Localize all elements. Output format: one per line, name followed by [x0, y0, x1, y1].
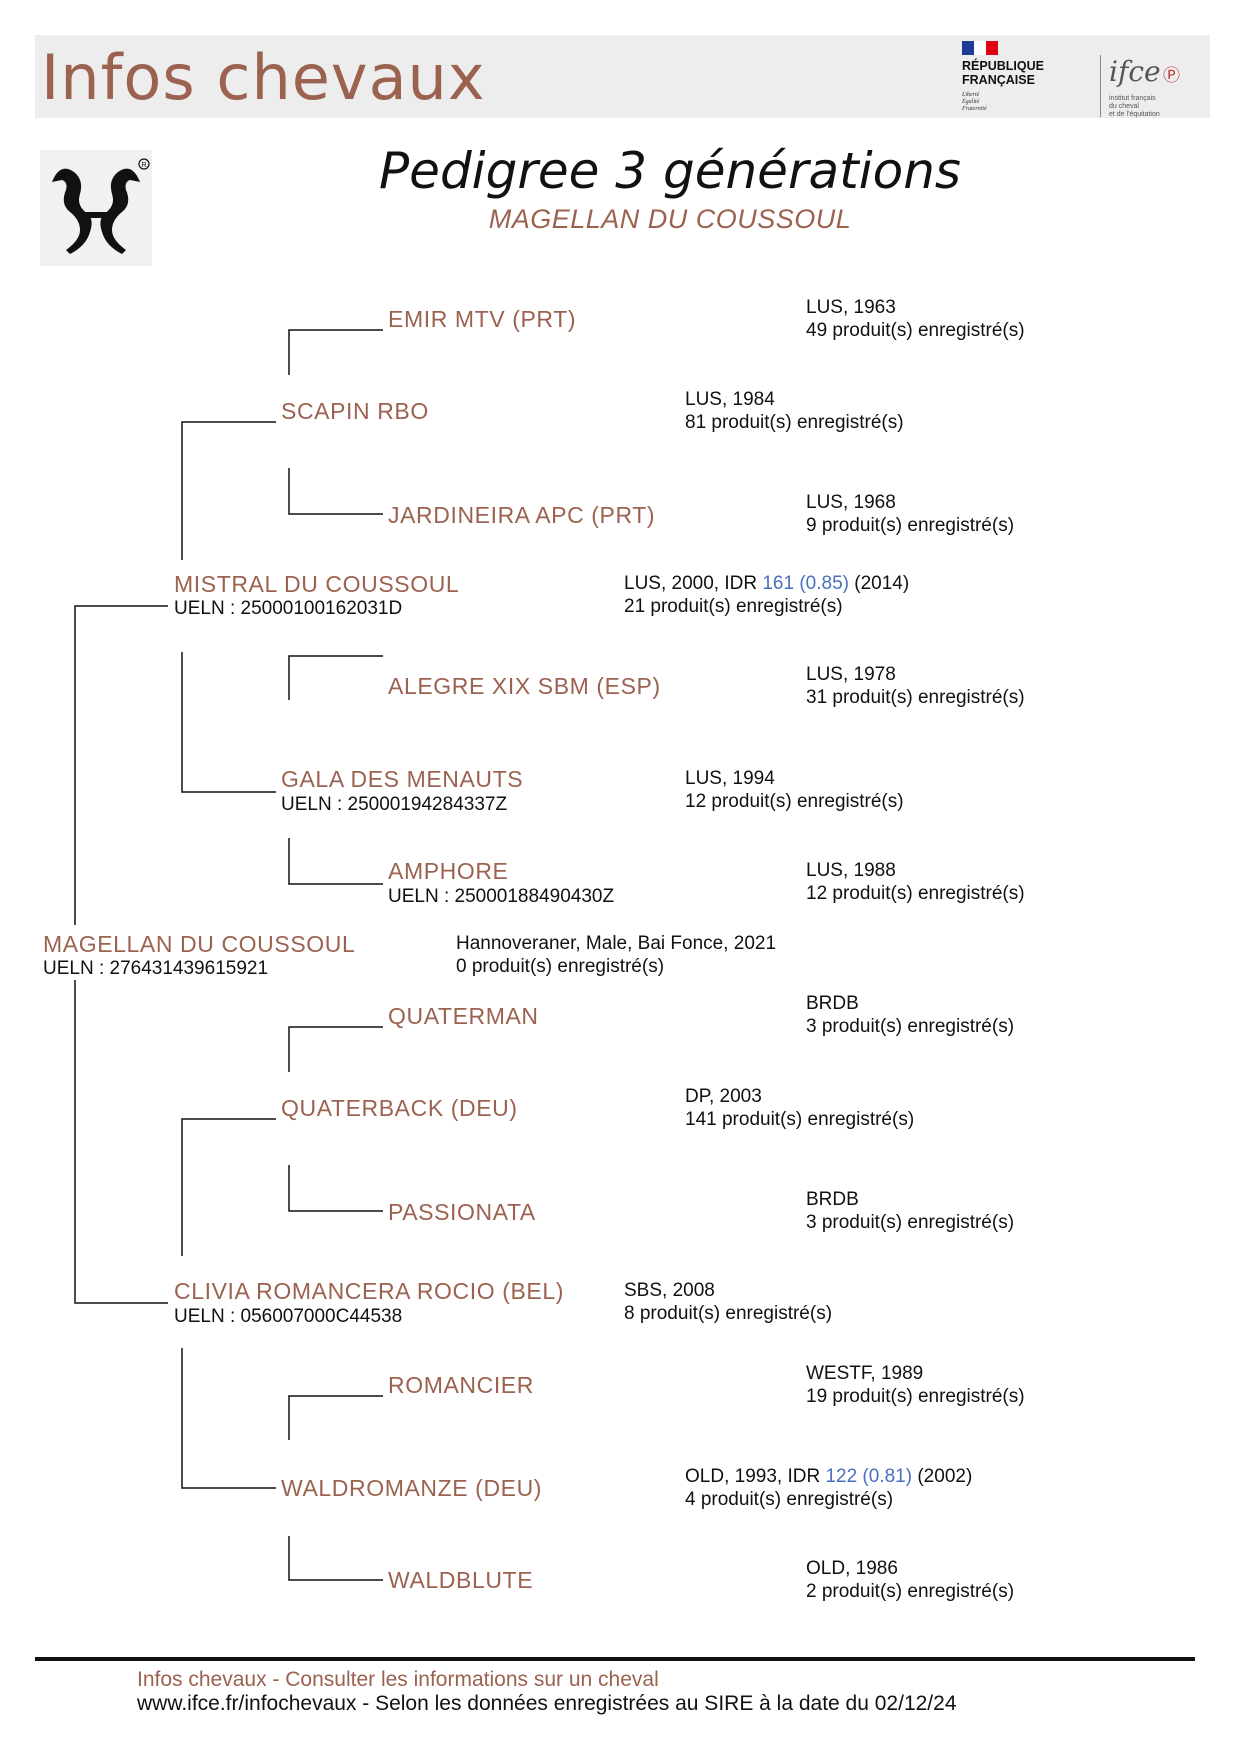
site-title: Infos chevaux	[41, 41, 486, 114]
sire-sire-sire-name[interactable]: EMIR MTV (PRT)	[388, 306, 577, 332]
sire-horse-logo: R	[40, 150, 152, 266]
ifce-subtitle: institut français du cheval et de l'équi…	[1109, 95, 1160, 118]
dam-dam-dam-name[interactable]: WALDBLUTE	[388, 1567, 534, 1593]
dam-dam-info: OLD, 1993, IDR 122 (0.81) (2002) 4 produ…	[685, 1466, 973, 1510]
sire-sire-info: LUS, 1984 81 produit(s) enregistré(s)	[685, 389, 904, 433]
ifce-logo: ifce Ⓟ institut français du cheval et de…	[1100, 55, 1210, 118]
dam-dam-idr-value: 122 (0.81)	[825, 1466, 913, 1487]
dam-dam-sire-info: WESTF, 1989 19 produit(s) enregistré(s)	[806, 1363, 1025, 1407]
dam-dam-sire-name[interactable]: ROMANCIER	[388, 1372, 534, 1398]
sire-dam-dam-info: LUS, 1988 12 produit(s) enregistré(s)	[806, 860, 1025, 904]
sire-dam-ueln: UELN : 25000194284337Z	[281, 794, 508, 815]
sire-dam-name[interactable]: GALA DES MENAUTS	[281, 766, 524, 792]
republique-motto: Liberté Égalité Fraternité	[962, 92, 987, 112]
dam-sire-sire-name[interactable]: QUATERMAN	[388, 1003, 539, 1029]
sire-sire-dam-info: LUS, 1968 9 produit(s) enregistré(s)	[806, 492, 1015, 536]
footer-divider	[35, 1657, 1195, 1661]
french-flag-icon	[962, 41, 998, 55]
dam-ueln: UELN : 056007000C44538	[174, 1306, 403, 1327]
subject-horse-name[interactable]: MAGELLAN DU COUSSOUL	[43, 931, 356, 957]
page-title: Pedigree 3 générations	[379, 142, 961, 200]
subject-horse-info: Hannoveraner, Male, Bai Fonce, 2021 0 pr…	[456, 933, 777, 977]
dam-info: SBS, 2008 8 produit(s) enregistré(s)	[624, 1280, 833, 1324]
dam-sire-name[interactable]: QUATERBACK (DEU)	[281, 1095, 518, 1121]
sire-sire-name[interactable]: SCAPIN RBO	[281, 398, 429, 424]
sire-dam-dam-name[interactable]: AMPHORE	[388, 858, 509, 884]
sire-dam-sire-name[interactable]: ALEGRE XIX SBM (ESP)	[388, 673, 661, 699]
dam-name[interactable]: CLIVIA ROMANCERA ROCIO (BEL)	[174, 1278, 564, 1304]
svg-text:R: R	[142, 162, 147, 169]
header-banner: Infos chevaux RÉPUBLIQUE FRANÇAISE Liber…	[35, 35, 1210, 118]
dam-dam-name[interactable]: WALDROMANZE (DEU)	[281, 1475, 543, 1501]
sire-info: LUS, 2000, IDR 161 (0.85) (2014) 21 prod…	[624, 573, 910, 617]
republique-francaise-text: RÉPUBLIQUE FRANÇAISE	[962, 59, 1044, 87]
sire-sire-dam-name[interactable]: JARDINEIRA APC (PRT)	[388, 502, 656, 528]
sire-name[interactable]: MISTRAL DU COUSSOUL	[174, 571, 460, 597]
sire-dam-dam-ueln: UELN : 25000188490430Z	[388, 886, 615, 907]
dam-sire-info: DP, 2003 141 produit(s) enregistré(s)	[685, 1086, 915, 1130]
footer-line-1: Infos chevaux - Consulter les informatio…	[137, 1668, 659, 1691]
dam-sire-dam-info: BRDB 3 produit(s) enregistré(s)	[806, 1189, 1015, 1233]
republique-francaise-logo: RÉPUBLIQUE FRANÇAISE Liberté Égalité Fra…	[960, 39, 1060, 115]
sire-idr-value: 161 (0.85)	[762, 573, 849, 594]
dam-sire-sire-info: BRDB 3 produit(s) enregistré(s)	[806, 993, 1015, 1037]
sire-sire-sire-info: LUS, 1963 49 produit(s) enregistré(s)	[806, 297, 1025, 341]
sire-dam-sire-info: LUS, 1978 31 produit(s) enregistré(s)	[806, 664, 1025, 708]
subject-horse-ueln: UELN : 276431439615921	[43, 958, 269, 979]
page-subtitle: MAGELLAN DU COUSSOUL	[488, 204, 852, 234]
sire-ueln: UELN : 25000100162031D	[174, 598, 403, 619]
dam-dam-dam-info: OLD, 1986 2 produit(s) enregistré(s)	[806, 1558, 1015, 1602]
ifce-emblem-icon: Ⓟ	[1163, 66, 1180, 85]
dam-sire-dam-name[interactable]: PASSIONATA	[388, 1199, 536, 1225]
sire-dam-info: LUS, 1994 12 produit(s) enregistré(s)	[685, 768, 904, 812]
footer-line-2[interactable]: www.ifce.fr/infochevaux - Selon les donn…	[137, 1692, 957, 1715]
